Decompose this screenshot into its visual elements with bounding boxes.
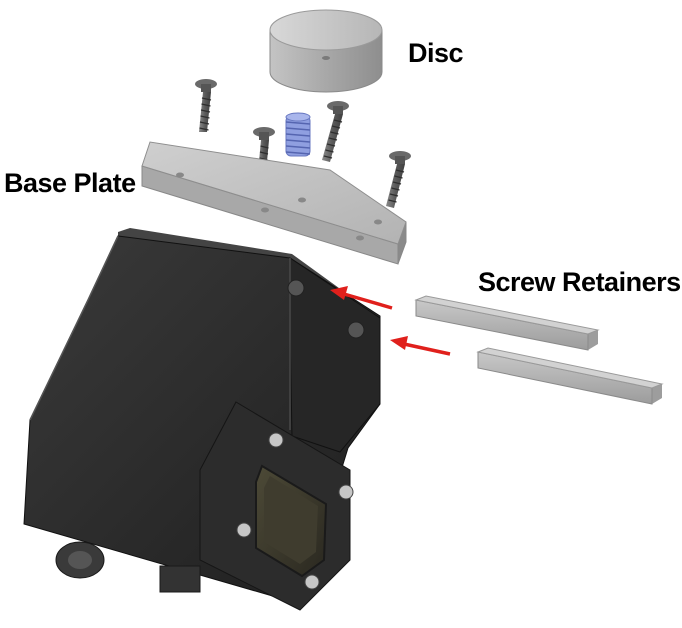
disc-part — [269, 9, 383, 93]
red-arrow-icon — [390, 336, 451, 356]
screw-retainer-bar — [476, 347, 664, 405]
base-plate-part — [141, 141, 407, 265]
machine-screw-icon — [195, 79, 217, 132]
machine-screw-icon — [322, 101, 349, 162]
motor-body-part — [23, 228, 381, 611]
red-arrow-icon — [330, 286, 393, 310]
machine-screw-icon — [386, 151, 411, 208]
set-screw-icon — [285, 112, 311, 157]
base-plate-label: Base Plate — [4, 168, 136, 198]
screw-retainer-bar — [414, 295, 600, 351]
disc-label: Disc — [408, 38, 464, 68]
screw-retainers-label: Screw Retainers — [478, 267, 681, 297]
